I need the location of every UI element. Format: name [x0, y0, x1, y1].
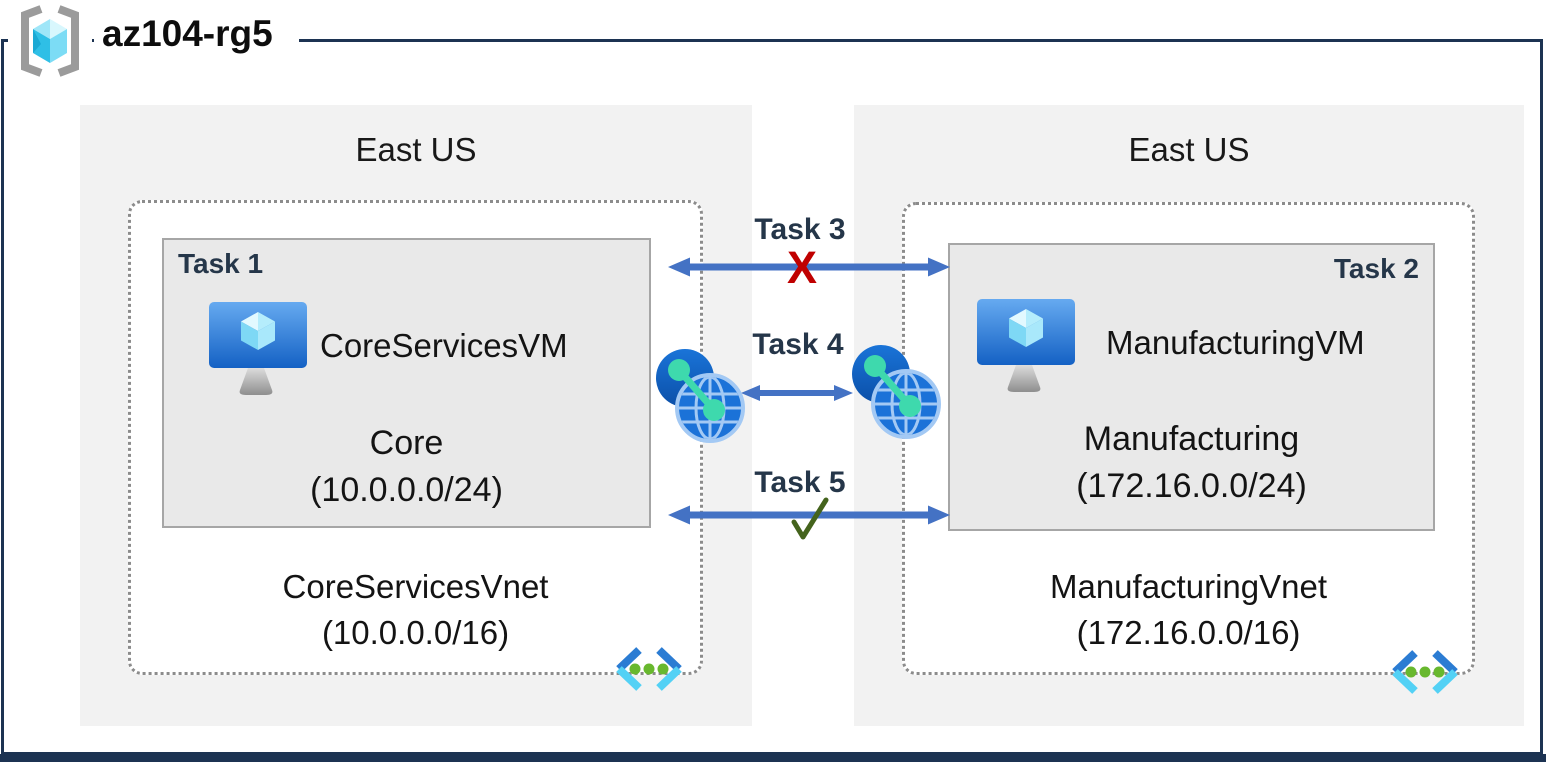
virtual-machine-icon: [977, 299, 1075, 392]
resource-group-frame: [1, 39, 1543, 755]
vnet-cidr-line: (10.0.0.0/16): [321, 614, 510, 651]
bottom-accent-bar: [0, 754, 1546, 762]
task-1-label: Task 1: [178, 248, 264, 279]
task-4-double-arrow: [741, 385, 853, 401]
subnet-name-line: Core: [369, 424, 444, 462]
subnet-box-core: Task 1: [162, 238, 651, 528]
task-4-label: Task 4: [752, 328, 844, 361]
vnet-peering-icon: [852, 345, 941, 439]
resource-group-brackets-cube-icon: [21, 5, 79, 77]
vnet-label-manufacturing: ManufacturingVnet (172.16.0.0/16): [902, 564, 1475, 656]
resource-group-title: az104-rg5: [94, 13, 299, 61]
subnet-cidr-line: (172.16.0.0/24): [1076, 467, 1307, 505]
allowed-check-icon: [791, 497, 829, 540]
vm-name: ManufacturingVM: [1106, 324, 1365, 361]
task-3-double-arrow: [668, 257, 950, 277]
vnet-cidr-line: (172.16.0.0/16): [1076, 614, 1301, 651]
vnet-label-coreservices: CoreServicesVnet (10.0.0.0/16): [128, 564, 703, 656]
task-3-label: Task 3: [754, 213, 846, 246]
subnet-cidr-line: (10.0.0.0/24): [310, 471, 503, 509]
subnet-name-manufacturing: Manufacturing (172.16.0.0/24): [948, 416, 1435, 510]
task-5-label: Task 5: [754, 466, 846, 499]
virtual-network-icon: [616, 647, 682, 691]
region-label: East US: [1128, 131, 1250, 168]
virtual-network-icon: [1392, 650, 1458, 694]
region-label: East US: [355, 131, 477, 168]
vnet-name-line: CoreServicesVnet: [282, 568, 549, 605]
subnet-name-core: Core (10.0.0.0/24): [162, 420, 651, 514]
vm-name: CoreServicesVM: [320, 327, 568, 364]
virtual-machine-icon: [209, 302, 307, 395]
vnet-peering-icon: [656, 349, 745, 443]
task-5-double-arrow: [668, 505, 950, 525]
vnet-name-line: ManufacturingVnet: [1049, 568, 1327, 605]
blocked-x-icon: X: [786, 242, 817, 293]
subnet-name-line: Manufacturing: [1083, 420, 1300, 458]
resource-group-icon: [8, 2, 92, 80]
task-2-label: Task 2: [1333, 253, 1419, 284]
